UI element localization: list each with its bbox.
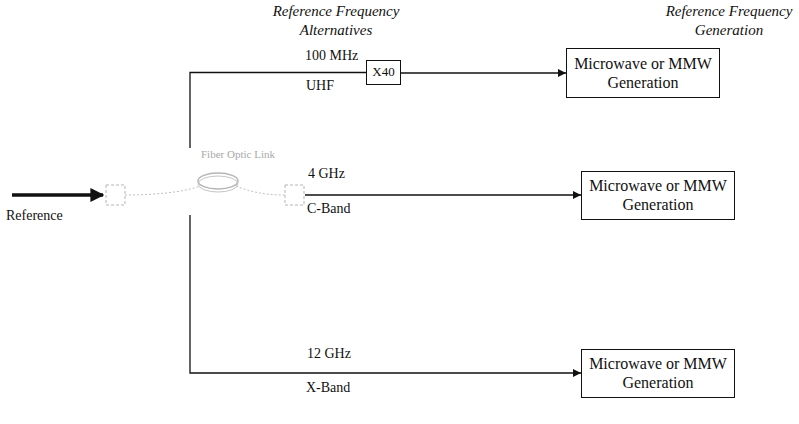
band-label: UHF [306,78,334,94]
node-text: Microwave or MMW Generation [586,354,730,392]
band-label: C-Band [307,201,351,217]
connector [401,72,566,73]
node-text: Microwave or MMW Generation [586,176,730,214]
multiplier-box: X40 [366,60,401,85]
reference-input-arrow [12,193,103,197]
generation-box: Microwave or MMW Generation [566,48,720,98]
connector [305,194,581,195]
column-header: Reference Frequency Alternatives [262,2,410,40]
generation-box: Microwave or MMW Generation [581,349,735,398]
input-label: Reference [6,208,63,224]
frequency-label: 100 MHz [305,48,358,64]
fiber-optic-link: Fiber Optic Link [105,148,305,215]
frequency-label: 12 GHz [307,346,351,362]
frequency-label: 4 GHz [308,166,345,182]
node-text: X40 [372,65,394,79]
node-text: Microwave or MMW Generation [571,54,715,92]
connector [190,73,366,149]
column-header: Reference Frequency Generation [662,2,796,40]
generation-box: Microwave or MMW Generation [581,171,735,220]
connector [190,215,581,373]
node-text: Fiber Optic Link [201,148,275,160]
band-label: X-Band [306,380,350,396]
